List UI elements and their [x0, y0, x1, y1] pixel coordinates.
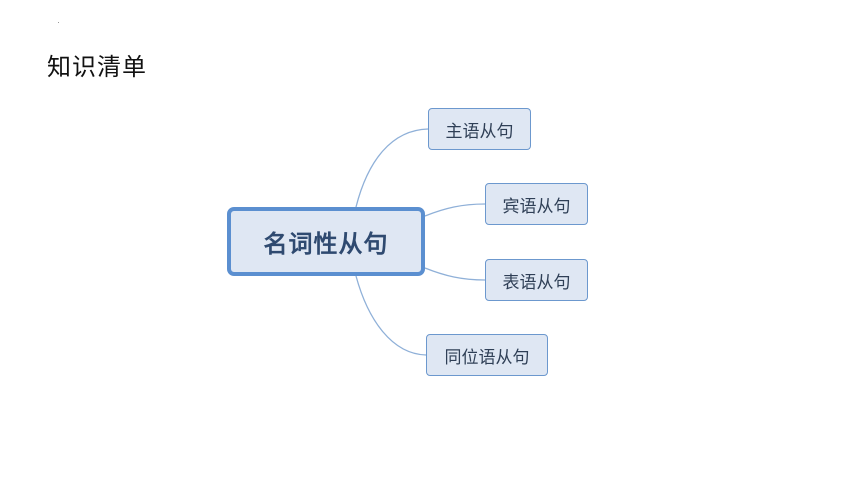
- root-node-label: 名词性从句: [263, 230, 389, 258]
- connector-to-predicative-clause: [424, 267, 486, 281]
- branch-node-predicative-clause: 表语从句: [485, 259, 588, 301]
- connector-to-subject-clause: [355, 128, 429, 208]
- page-title: 知识清单: [47, 53, 147, 81]
- branch-node-label: 表语从句: [502, 272, 571, 293]
- root-node: 名词性从句: [227, 207, 425, 276]
- branch-node-subject-clause: 主语从句: [428, 108, 531, 150]
- branch-node-label: 宾语从句: [502, 196, 571, 217]
- branch-node-object-clause: 宾语从句: [485, 183, 588, 225]
- branch-node-appositive-clause: 同位语从句: [426, 334, 548, 376]
- connector-to-object-clause: [424, 203, 486, 217]
- connector-to-appositive-clause: [355, 275, 427, 356]
- branch-node-label: 主语从句: [445, 121, 514, 142]
- decorative-dot: [58, 22, 59, 23]
- branch-node-label: 同位语从句: [444, 347, 530, 368]
